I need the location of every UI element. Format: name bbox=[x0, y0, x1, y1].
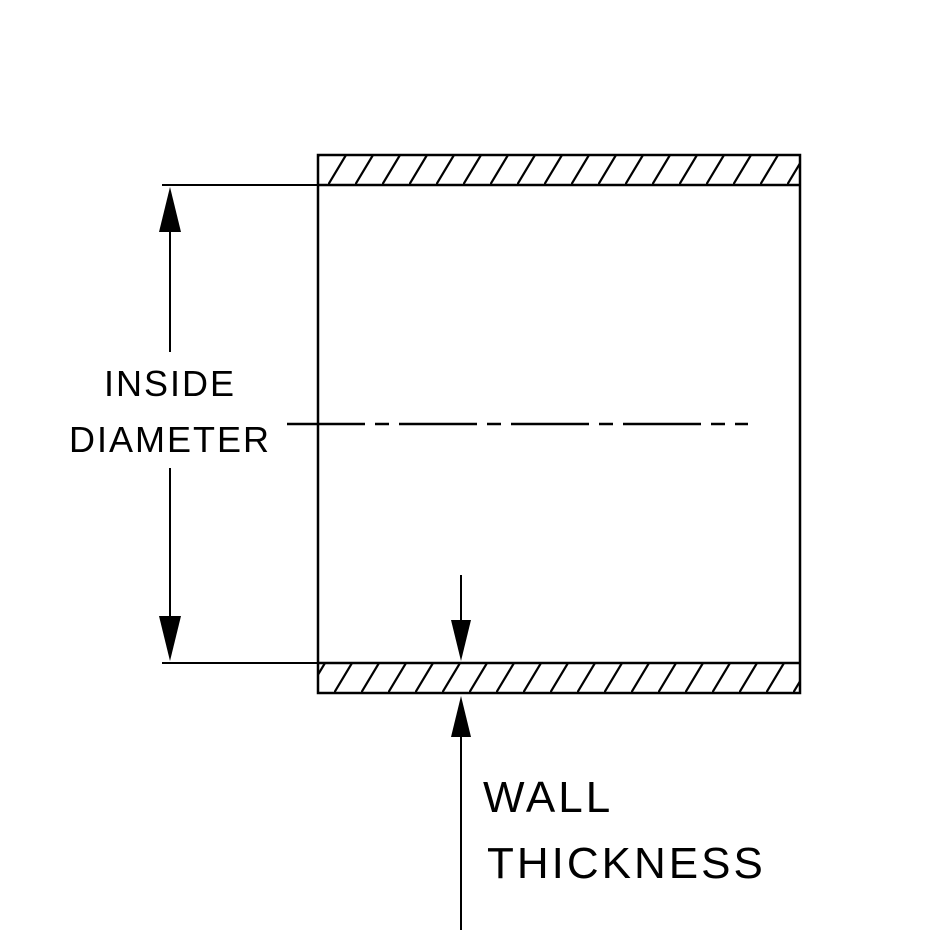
inside-diameter-label-line1: INSIDE bbox=[104, 363, 236, 404]
top-wall-hatch bbox=[318, 155, 800, 185]
bottom-wall-hatch bbox=[318, 663, 800, 693]
id-arrowhead-down-icon bbox=[159, 616, 181, 661]
wall-arrowhead-down-icon bbox=[451, 620, 471, 661]
inside-diameter-label-line2: DIAMETER bbox=[69, 419, 271, 460]
wall-thickness-label-line2: THICKNESS bbox=[487, 839, 766, 888]
wall-thickness-label-line1: WALL bbox=[483, 773, 613, 822]
drawing-strokes bbox=[159, 153, 802, 930]
id-arrowhead-up-icon bbox=[159, 187, 181, 232]
wall-arrowhead-up-icon bbox=[451, 696, 471, 737]
